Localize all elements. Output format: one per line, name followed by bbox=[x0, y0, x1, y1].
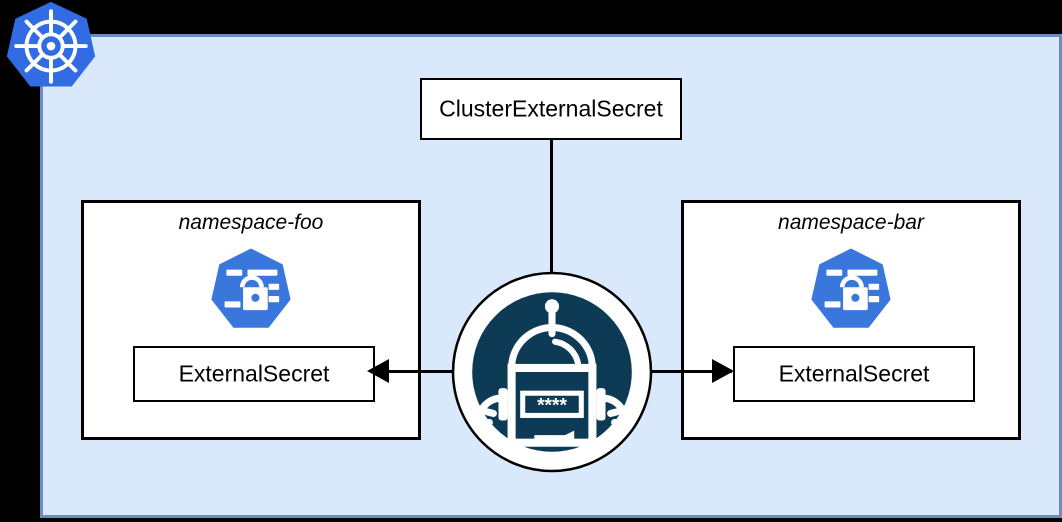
cluster-external-secret-label: ClusterExternalSecret bbox=[439, 95, 663, 122]
kubernetes-wheel-icon bbox=[4, 0, 98, 96]
namespace-bar-boundary: namespace-bar ExternalSecret bbox=[681, 200, 1021, 440]
external-secret-node-bar[interactable]: ExternalSecret bbox=[733, 346, 975, 402]
kubernetes-secret-icon bbox=[207, 245, 295, 333]
kubernetes-secret-icon bbox=[807, 245, 895, 333]
edge-operator-to-foo bbox=[375, 370, 461, 373]
external-secret-label: ExternalSecret bbox=[778, 360, 930, 387]
namespace-foo-label: namespace-foo bbox=[178, 211, 324, 234]
namespace-foo-boundary: namespace-foo ExternalSecret bbox=[81, 200, 421, 440]
arrowhead-right-icon bbox=[712, 359, 734, 383]
external-secret-node-foo[interactable]: ExternalSecret bbox=[133, 346, 375, 402]
external-secret-label: ExternalSecret bbox=[178, 360, 330, 387]
namespace-bar-label: namespace-bar bbox=[778, 211, 924, 234]
arrowhead-left-icon bbox=[367, 359, 389, 383]
external-secrets-operator-robot-icon[interactable]: **** bbox=[451, 271, 653, 473]
password-mask-text: **** bbox=[537, 395, 567, 416]
edge-operator-to-bar bbox=[646, 370, 732, 373]
cluster-external-secret-node[interactable]: ClusterExternalSecret bbox=[420, 78, 682, 140]
edge-ces-to-operator bbox=[550, 140, 553, 280]
